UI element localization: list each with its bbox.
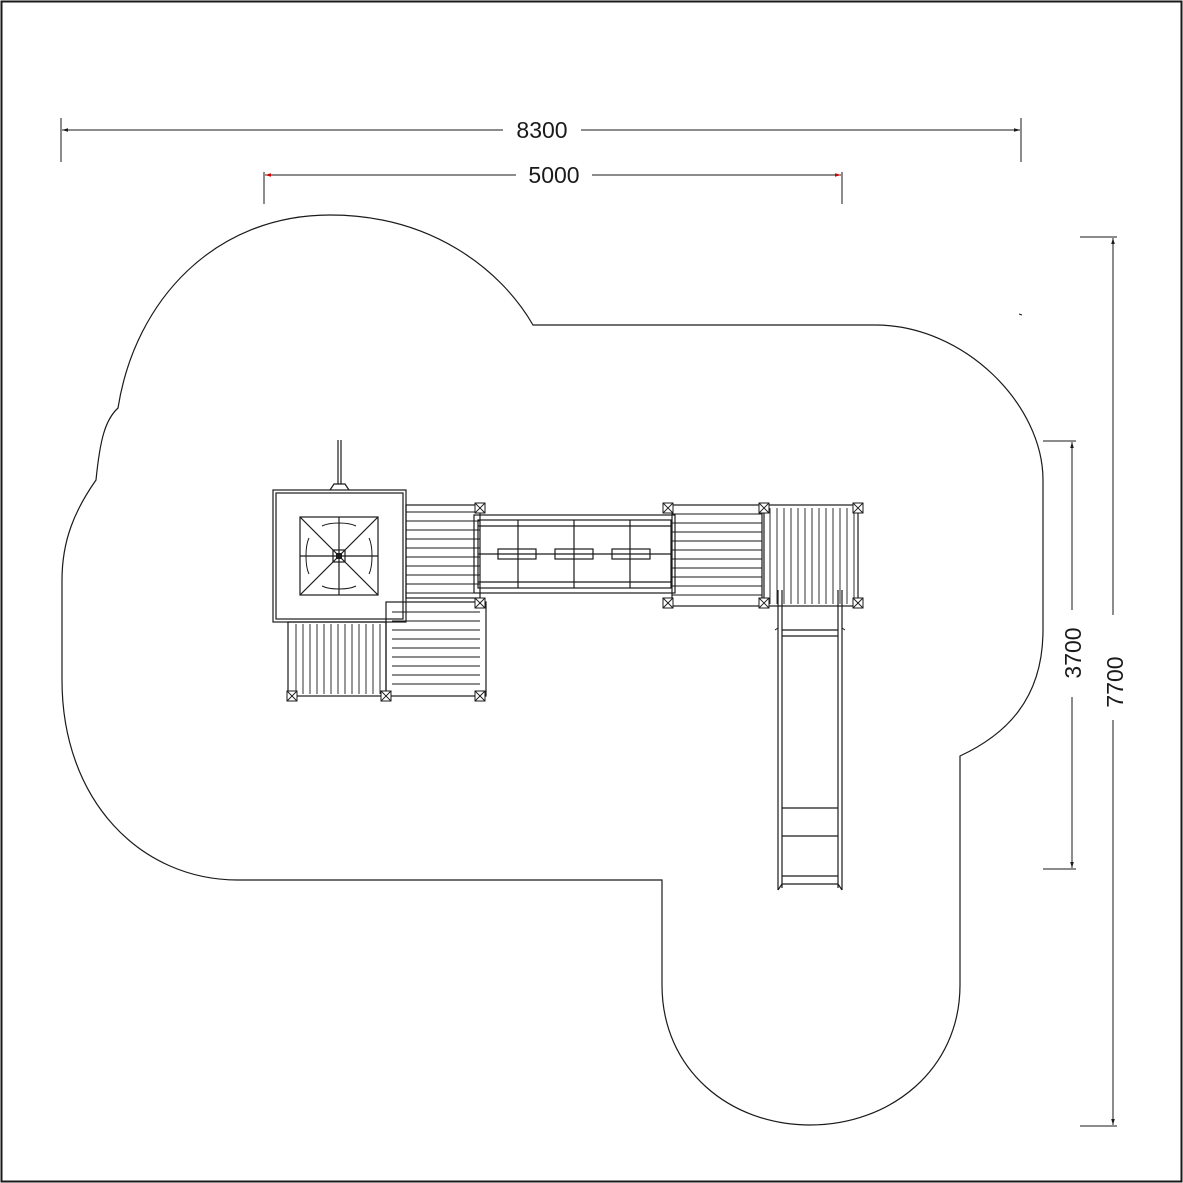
support-posts: [286, 502, 864, 702]
tower-deck-vertical-slats: [287, 621, 387, 697]
post-cross: [758, 597, 770, 609]
slide: [774, 590, 846, 891]
deck-middle-right: [671, 504, 763, 607]
dimension-equipment-depth: 3700: [1043, 440, 1086, 870]
dimension-label-8300: 8300: [516, 117, 567, 143]
post-cross: [380, 690, 392, 702]
post-cross: [474, 690, 486, 702]
post-cross: [474, 502, 486, 514]
deck-far-right: [763, 504, 859, 607]
dimension-overall-width: 8300: [60, 117, 1022, 162]
post-cross: [662, 597, 674, 609]
dimension-equipment-width: 5000: [263, 162, 843, 204]
dimension-label-3700: 3700: [1060, 627, 1086, 678]
post-cross: [852, 502, 864, 514]
safety-zone-outline: [61, 214, 1044, 1126]
post-cross: [852, 597, 864, 609]
post-cross: [474, 597, 486, 609]
dimension-overall-depth: 7700: [1080, 236, 1128, 1127]
post-cross: [758, 502, 770, 514]
dimension-label-7700: 7700: [1102, 656, 1128, 707]
deck-lower-left: [385, 601, 487, 697]
dimension-label-5000: 5000: [528, 162, 579, 188]
bridge-walkway: [473, 514, 676, 594]
post-cross: [286, 690, 298, 702]
deck-upper-left: [405, 504, 481, 599]
post-cross: [662, 502, 674, 514]
tower-roof: [272, 440, 407, 623]
